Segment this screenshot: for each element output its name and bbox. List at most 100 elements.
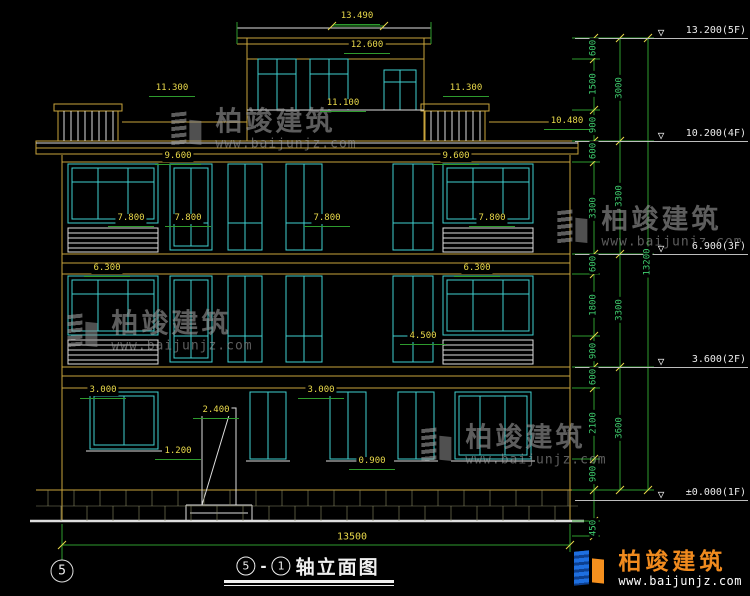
axis-bubble-circle <box>50 559 74 583</box>
brand-logo: 柏竣建筑 www.baijunjz.com <box>570 549 742 589</box>
dimension-leader-line <box>443 96 489 97</box>
brand-name: 柏竣建筑 <box>618 548 727 575</box>
axis-bubble-label: 5 <box>58 563 66 579</box>
brand-logo-icon <box>570 549 610 589</box>
floor-level-line <box>575 500 748 501</box>
dimension-chain-label: 900 <box>588 114 599 136</box>
dimension-label: 7.800 <box>476 213 508 224</box>
dimension-leader-line <box>155 459 201 460</box>
floor-level-label: 3.600(2F) <box>689 354 748 365</box>
floor-level-line <box>575 38 748 39</box>
watermark-logo-icon <box>553 208 593 248</box>
dimension-chain-label: 3000 <box>614 75 625 101</box>
dimension-chain-label: 900 <box>588 463 599 485</box>
dimension-label: 12.600 <box>348 40 386 51</box>
title-dash: - <box>260 557 267 575</box>
axis-to-bubble: 1 <box>271 556 291 576</box>
watermark-name: 柏竣建筑 <box>601 204 722 236</box>
watermark-name: 柏竣建筑 <box>215 106 336 138</box>
dimension-chain-label: 3300 <box>614 297 625 323</box>
white-details <box>36 27 578 521</box>
drawing-title: 5 - 1 轴立面图 <box>236 553 379 580</box>
dimension-leader-line <box>454 276 500 277</box>
floor-level-line <box>575 367 748 368</box>
brand-url: www.baijunjz.com <box>618 574 742 589</box>
dimension-label: 11.300 <box>153 83 191 94</box>
level-marker-icon: ▽ <box>657 488 665 501</box>
dimension-leader-line <box>344 53 390 54</box>
dimension-leader-line <box>193 418 239 419</box>
dimension-leader-line <box>155 164 201 165</box>
dimension-chain-label: 600 <box>588 366 599 388</box>
watermark-logo-icon <box>63 312 103 352</box>
dimension-chain-label: 600 <box>588 140 599 162</box>
watermark-logo-icon <box>167 110 207 150</box>
overall-width-dimension: 13500 <box>334 531 370 543</box>
dimension-leader-line <box>108 226 154 227</box>
watermark-url: www.baijunjz.com <box>215 136 357 152</box>
dimension-chain-label: 450 <box>588 517 599 539</box>
dimension-label: 11.300 <box>447 83 485 94</box>
dimension-chain-label: 900 <box>588 340 599 362</box>
floor-level-label: 10.200(4F) <box>683 128 748 139</box>
plinth-hatch <box>36 490 578 521</box>
dimension-label: 11.100 <box>324 98 362 109</box>
dimension-leader-line <box>349 469 395 470</box>
dimension-chain-label: 600 <box>588 37 599 59</box>
watermark-url: www.baijunjz.com <box>111 338 253 354</box>
dimension-leader-line <box>80 398 126 399</box>
floor-level-label: 13.200(5F) <box>683 25 748 36</box>
dimension-leader-line <box>400 344 446 345</box>
dimension-chain-label: 3300 <box>588 195 599 221</box>
dimension-label: 13.490 <box>338 11 376 22</box>
dimension-leader-line <box>433 164 479 165</box>
dimension-leader-line <box>469 226 515 227</box>
watermark-name: 柏竣建筑 <box>111 308 232 340</box>
watermark-url: www.baijunjz.com <box>465 452 607 468</box>
floor-level-label: 6.900(3F) <box>689 241 748 252</box>
dimension-label: 7.800 <box>115 213 147 224</box>
dimension-label: 9.600 <box>162 151 194 162</box>
floor-level-line <box>575 254 748 255</box>
dimension-leader-line <box>165 226 211 227</box>
title-underline-thin <box>224 585 394 586</box>
dimension-leader-line <box>298 398 344 399</box>
dimension-label: 7.800 <box>311 213 343 224</box>
dimension-leader-line <box>334 24 380 25</box>
dimension-label: 9.600 <box>440 151 472 162</box>
dimension-label: 0.900 <box>356 456 388 467</box>
dimension-leader-line <box>544 129 590 130</box>
level-marker-icon: ▽ <box>657 26 665 39</box>
title-underline-thick <box>224 580 394 583</box>
dimension-label: 7.800 <box>172 213 204 224</box>
axis-from-bubble: 5 <box>236 556 256 576</box>
dimension-label: 6.300 <box>461 263 493 274</box>
dimension-chain-label: 3600 <box>614 415 625 441</box>
dimension-label: 2.400 <box>200 405 232 416</box>
floor-level-label: ±0.000(1F) <box>683 487 748 498</box>
dimension-chain-label: 1800 <box>588 292 599 318</box>
watermark-name: 柏竣建筑 <box>465 422 586 454</box>
dimension-chain-label: 2100 <box>588 410 599 436</box>
dimension-leader-line <box>320 111 366 112</box>
dimension-leader-line <box>149 96 195 97</box>
dimension-label: 1.200 <box>162 446 194 457</box>
level-marker-icon: ▽ <box>657 129 665 142</box>
dimension-chain-label: 600 <box>588 253 599 275</box>
level-marker-icon: ▽ <box>657 242 665 255</box>
dimension-leader-line <box>304 226 350 227</box>
dimension-label: 3.000 <box>87 385 119 396</box>
drawing-title-text: 轴立面图 <box>295 556 380 579</box>
dimension-label: 3.000 <box>305 385 337 396</box>
dimension-label: 6.300 <box>91 263 123 274</box>
dimension-chain-label: 3300 <box>614 183 625 209</box>
dimension-chain-label: 13200 <box>642 246 653 278</box>
dimension-leader-line <box>84 276 130 277</box>
dimension-label: 10.480 <box>548 116 586 127</box>
level-marker-icon: ▽ <box>657 355 665 368</box>
